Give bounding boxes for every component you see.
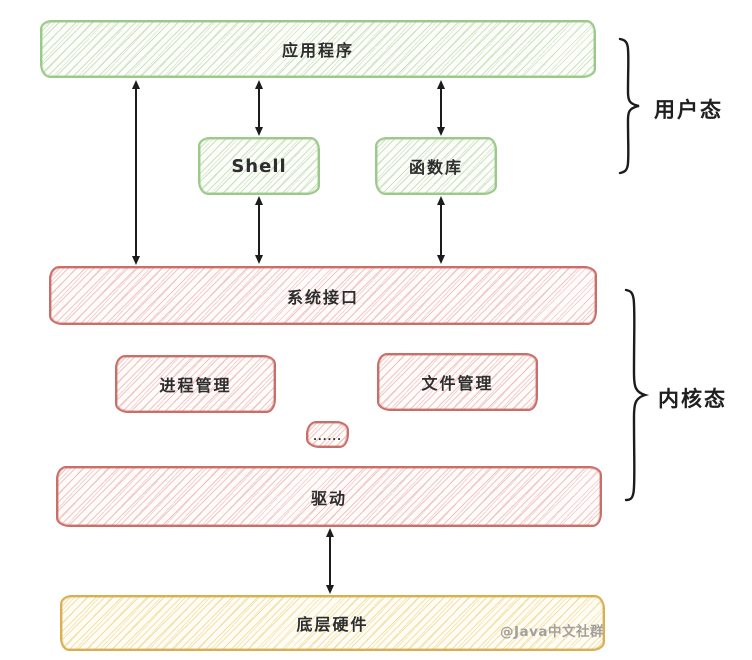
arrow-line (329, 537, 331, 585)
arrow-app-syscall (130, 80, 142, 265)
box-application-label: 应用程序 (281, 41, 354, 60)
arrowhead-up-icon (255, 80, 263, 89)
arrow-line (440, 89, 442, 127)
arrow-app-library (435, 80, 447, 136)
arrowhead-up-icon (326, 528, 334, 537)
box-file-management-label: 文件管理 (421, 374, 494, 393)
arrow-driver-hardware (324, 528, 336, 594)
user-mode-label: 用户态 (654, 98, 723, 122)
arrowhead-up-icon (437, 80, 445, 89)
box-driver: 驱动 (56, 466, 602, 527)
arrowhead-down-icon (255, 255, 263, 264)
kernel-mode-label: 内核态 (658, 387, 727, 411)
box-shell: Shell (198, 137, 320, 195)
box-hardware: 底层硬件 (60, 595, 605, 651)
arrowhead-down-icon (326, 585, 334, 594)
box-process-management-label: 进程管理 (159, 376, 232, 395)
box-shell-label: Shell (231, 155, 287, 177)
arrowhead-down-icon (437, 127, 445, 136)
box-process-management: 进程管理 (115, 355, 276, 413)
arrow-line (258, 205, 260, 255)
arrow-library-syscall (435, 196, 447, 264)
arrow-line (135, 89, 137, 256)
arrowhead-down-icon (437, 255, 445, 264)
user-mode-brace-icon (618, 37, 640, 175)
arrow-app-shell (253, 80, 265, 136)
box-driver-label: 驱动 (310, 488, 347, 508)
box-ellipsis-label: ...... (313, 432, 342, 443)
arrowhead-up-icon (132, 80, 140, 89)
box-function-library: 函数库 (375, 137, 497, 195)
box-file-management: 文件管理 (377, 353, 538, 411)
box-system-interface: 系统接口 (49, 266, 597, 325)
arrow-line (258, 89, 260, 127)
arrowhead-up-icon (255, 196, 263, 205)
arrow-shell-syscall (253, 196, 265, 264)
arrowhead-down-icon (255, 127, 263, 136)
box-function-library-label: 函数库 (408, 158, 463, 177)
arrow-line (440, 205, 442, 255)
box-application: 应用程序 (40, 20, 596, 78)
watermark: @Java中文社群 (500, 624, 605, 640)
box-hardware-label: 底层硬件 (296, 615, 369, 634)
arrowhead-down-icon (132, 256, 140, 265)
arrowhead-up-icon (437, 196, 445, 205)
box-ellipsis: ...... (306, 421, 349, 448)
kernel-mode-brace-icon (624, 288, 650, 502)
box-system-interface-label: 系统接口 (286, 287, 359, 307)
